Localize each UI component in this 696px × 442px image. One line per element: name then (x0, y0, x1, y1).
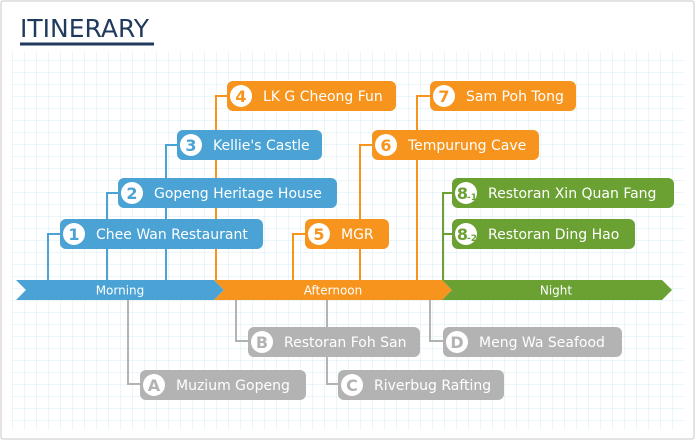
alternative-b-label: Restoran Foh San (284, 335, 407, 351)
stop-3-badge-number: 3 (185, 136, 196, 155)
alternative-d-box (443, 327, 622, 357)
alternative-d-label: Meng Wa Seafood (479, 335, 605, 351)
stop-6-badge-number: 6 (380, 136, 391, 155)
stop-6-box (372, 130, 539, 160)
stop-2: 2 Gopeng Heritage House (118, 178, 337, 208)
timeline-label-night: Night (540, 284, 573, 298)
stop-4-badge (230, 85, 252, 107)
stop-3-label: Kellie's Castle (213, 138, 310, 154)
stop-1-badge-number: 1 (68, 225, 79, 244)
alternative-a-box (140, 370, 306, 400)
alternative-c-label: Riverbug Rafting (374, 378, 491, 394)
stop-8-2-badge (455, 223, 477, 245)
stop-8-2: 8-2 Restoran Ding Hao (452, 219, 635, 249)
connectors (47, 95, 452, 385)
alternative-a-label: Muzium Gopeng (176, 378, 290, 394)
stop-4-box (227, 81, 396, 111)
stop-3: 3 Kellie's Castle (177, 130, 322, 160)
timeline: Morning Afternoon Night (16, 280, 672, 300)
connector-5 (292, 233, 305, 280)
timeline-night (442, 280, 672, 300)
timeline-morning (16, 280, 224, 300)
stop-8-1-badge (455, 182, 477, 204)
stop-8-2-box (452, 219, 635, 249)
alternative-a-badge-number: A (148, 376, 161, 395)
alternative-c-badge-number: C (346, 376, 358, 395)
alternative-c-badge (341, 374, 363, 396)
connector-d (429, 300, 443, 342)
connector-7 (416, 95, 430, 280)
alternative-b-badge (251, 331, 273, 353)
stop-8-2-label: Restoran Ding Hao (488, 227, 619, 243)
stop-1-badge (63, 223, 85, 245)
stop-6-badge (375, 134, 397, 156)
stop-8-2-badge-number: 8 (457, 225, 468, 244)
alternative-b-badge-number: B (256, 333, 268, 352)
stop-5-badge (308, 223, 330, 245)
stop-8-1-badge-suffix: -1 (467, 193, 477, 203)
connector-1 (47, 233, 60, 280)
stop-2-badge-number: 2 (126, 184, 137, 203)
stop-5: 5 MGR (305, 219, 389, 249)
timeline-afternoon (214, 280, 452, 300)
stop-8-1-badge-number: 8 (457, 184, 468, 203)
alternative-d-badge (446, 331, 468, 353)
alternative-d-badge-number: D (450, 333, 463, 352)
stop-4-label: LK G Cheong Fun (263, 89, 383, 105)
stop-3-box (177, 130, 322, 160)
page-title: ITINERARY (20, 14, 150, 43)
stop-7-badge-number: 7 (438, 87, 449, 106)
alternative-a-badge (143, 374, 165, 396)
timeline-label-morning: Morning (96, 284, 145, 298)
alternative-b: B Restoran Foh San (248, 327, 420, 357)
stop-2-label: Gopeng Heritage House (154, 186, 322, 202)
timeline-label-afternoon: Afternoon (304, 284, 363, 298)
stop-1-label: Chee Wan Restaurant (96, 227, 248, 243)
stop-4: 4 LK G Cheong Fun (227, 81, 396, 111)
stop-6: 6 Tempurung Cave (372, 130, 539, 160)
connector-8-1 (442, 192, 452, 280)
stop-2-badge (121, 182, 143, 204)
stop-1-box (60, 219, 263, 249)
stop-7-box (430, 81, 576, 111)
stop-8-2-badge-suffix: -2 (467, 234, 477, 244)
stop-7: 7 Sam Poh Tong (430, 81, 576, 111)
stop-7-badge (433, 85, 455, 107)
alternative-a: A Muzium Gopeng (140, 370, 306, 400)
stop-5-badge-number: 5 (313, 225, 324, 244)
alternative-c-box (338, 370, 504, 400)
stops: 1 Chee Wan Restaurant 2 Gopeng Heritage Hou… (60, 81, 674, 249)
stop-2-box (118, 178, 337, 208)
stop-8-1-box (452, 178, 674, 208)
connector-2 (106, 192, 118, 280)
stop-1: 1 Chee Wan Restaurant (60, 219, 263, 249)
alternative-d: D Meng Wa Seafood (443, 327, 622, 357)
connector-b (235, 300, 248, 342)
stop-8-1: 8-1 Restoran Xin Quan Fang (452, 178, 674, 208)
stop-8-1-label: Restoran Xin Quan Fang (488, 186, 656, 202)
stop-3-badge (180, 134, 202, 156)
connector-4 (215, 95, 227, 280)
stop-4-badge-number: 4 (235, 87, 246, 106)
stop-5-label: MGR (341, 227, 374, 243)
stop-6-label: Tempurung Cave (407, 138, 526, 154)
alternative-b-box (248, 327, 420, 357)
connector-a (127, 300, 140, 385)
stop-7-label: Sam Poh Tong (466, 89, 564, 105)
alternative-c: C Riverbug Rafting (338, 370, 504, 400)
